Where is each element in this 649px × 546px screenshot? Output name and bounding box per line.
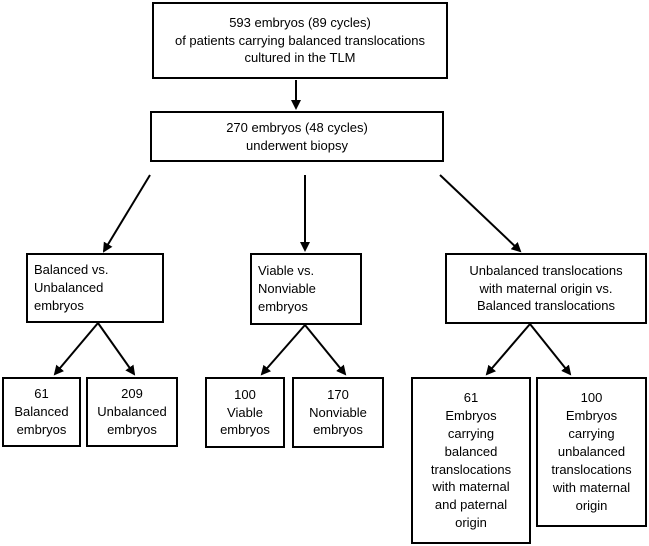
leaf-170-nonviable-line-1: 170 <box>327 386 349 402</box>
leaf-100-maternal-line-2: Embryos <box>565 408 618 424</box>
viable-group-line-3: embryos <box>258 298 308 314</box>
maternal-group-line-1: Unbalanced translocations <box>469 262 623 278</box>
maternal-vs-balanced-node: Unbalanced translocations with maternal … <box>445 253 647 324</box>
leaf-61-translocations-line-4: balanced <box>444 443 498 459</box>
leaf-61-balanced-line-1: 61 <box>34 386 49 402</box>
leaf-100-maternal-line-3: carrying <box>568 426 615 442</box>
leaf-209-unbalanced: 209 Unbalanced embryos <box>86 377 178 447</box>
maternal-group-line-3: Balanced translocations <box>476 298 616 314</box>
arrow-biopsy-to-maternal-group <box>439 174 522 253</box>
leaf-61-translocations-line-8: origin <box>455 515 487 531</box>
leaf-61-translocations-line-7: and paternal <box>434 497 508 513</box>
arrow-biopsy-to-balanced-group <box>102 174 151 253</box>
leaf-100-maternal-line-1: 100 <box>580 390 603 406</box>
leaf-100-viable-line-3: embryos <box>220 422 270 438</box>
leaf-100-maternal-line-4: unbalanced <box>557 444 626 460</box>
leaf-61-translocations-line-2: Embryos <box>445 407 497 423</box>
leaf-61-translocations-line-5: translocations <box>430 461 512 477</box>
leaf-61-translocations-line-1: 61 <box>463 389 479 405</box>
leaf-100-viable-line-1: 100 <box>234 386 256 402</box>
balanced-group-line-2: Unbalanced <box>34 280 104 296</box>
leaf-100-maternal-line-5: translocations <box>551 461 632 477</box>
leaf-100-maternal-line-6: with maternal <box>552 479 631 495</box>
leaf-170-nonviable: 170 Nonviable embryos <box>292 377 384 448</box>
leaf-61-translocations-line-3: carrying <box>447 425 495 441</box>
leaf-100-viable: 100 Viable embryos <box>205 377 285 448</box>
biopsy-line-1: 270 embryos (48 cycles) <box>226 119 368 135</box>
biopsy-line-2: underwent biopsy <box>246 137 348 153</box>
arrow-group-to-170-nonviable <box>304 324 347 376</box>
leaf-209-unbalanced-line-1: 209 <box>121 386 143 402</box>
maternal-group-line-2: with maternal origin vs. <box>479 280 613 296</box>
leaf-61-balanced-line-3: embryos <box>16 421 67 437</box>
balanced-group-line-1: Balanced vs. <box>34 262 109 278</box>
viable-group-line-1: Viable vs. <box>258 263 315 279</box>
root-line-2: of patients carrying balanced translocat… <box>174 32 426 48</box>
leaf-61-balanced-translocations: 61 Embryos carrying balanced translocati… <box>411 377 531 544</box>
leaf-61-balanced: 61 Balanced embryos <box>2 377 81 447</box>
leaf-100-maternal-line-7: origin <box>575 497 608 513</box>
arrow-group-to-100-maternal <box>529 323 572 376</box>
leaf-100-viable-line-2: Viable <box>227 404 263 420</box>
arrow-group-to-209-unbalanced <box>97 322 136 376</box>
root-line-3: cultured in the TLM <box>244 50 356 66</box>
viable-group-line-2: Nonviable <box>258 281 316 297</box>
balanced-vs-unbalanced-node: Balanced vs. Unbalanced embryos <box>26 253 164 323</box>
root-line-1: 593 embryos (89 cycles) <box>229 14 371 30</box>
arrow-group-to-61-balanced <box>53 322 99 376</box>
leaf-100-unbalanced-maternal: 100 Embryos carrying unbalanced transloc… <box>536 377 647 527</box>
leaf-61-balanced-line-2: Balanced <box>14 404 69 420</box>
leaf-209-unbalanced-line-3: embryos <box>107 421 157 437</box>
leaf-170-nonviable-line-2: Nonviable <box>309 404 367 420</box>
biopsy-node: 270 embryos (48 cycles) underwent biopsy <box>150 111 444 162</box>
leaf-61-translocations-line-6: with maternal <box>432 479 510 495</box>
arrow-group-to-100-viable <box>260 324 306 376</box>
balanced-group-line-3: embryos <box>34 297 84 313</box>
leaf-209-unbalanced-line-2: Unbalanced <box>97 404 167 420</box>
leaf-170-nonviable-line-3: embryos <box>313 422 363 438</box>
viable-vs-nonviable-node: Viable vs. Nonviable embryos <box>250 253 362 325</box>
arrow-group-to-61-translocations <box>485 323 531 376</box>
root-node: 593 embryos (89 cycles) of patients carr… <box>152 2 448 79</box>
